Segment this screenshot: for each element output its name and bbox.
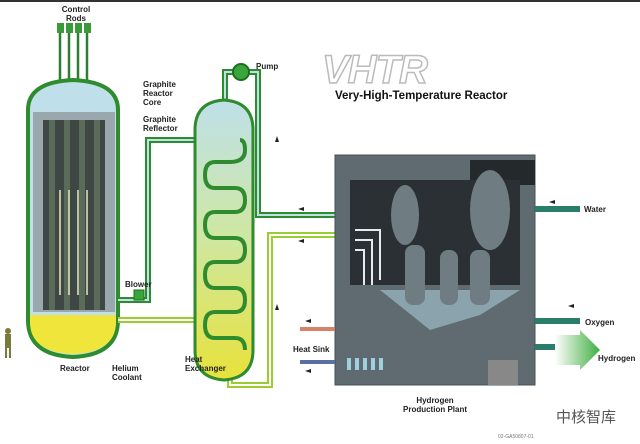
hydrogen-arrow-icon [555,330,600,370]
label-heat-sink: Heat Sink [293,345,330,354]
label-helium-coolant: Helium Coolant [112,364,142,382]
label-hydrogen-production-plant: Hydrogen Production Plant [403,396,467,414]
blower-icon [133,289,145,301]
pump-icon [232,63,250,81]
hydrogen-production-plant [334,154,536,386]
flow-arrows [275,136,574,373]
label-reactor: Reactor [60,364,90,373]
label-oxygen: Oxygen [585,318,615,327]
person-scale-icon [5,328,11,358]
diagram-title: VHTR [321,47,428,93]
diagram-subtitle: Very-High-Temperature Reactor [335,90,508,102]
label-graphite-reflector: Graphite Reflector [143,115,178,133]
label-hydrogen: Hydrogen [598,354,636,363]
watermark: 中核智库 [556,409,617,426]
figure-code: 02-GA50807-01 [498,434,534,440]
label-heat-exchanger: Heat Exchanger [185,355,226,373]
label-blower: Blower [125,280,152,289]
output-pipes [300,206,600,370]
label-graphite-core: Graphite Reactor Core [143,80,176,107]
label-water: Water [584,205,606,214]
top-border [0,0,640,2]
label-control-rods: Control Rods [61,5,91,23]
reactor-vessel [26,77,120,360]
heat-exchanger [193,98,255,382]
label-pump: Pump [256,62,279,71]
